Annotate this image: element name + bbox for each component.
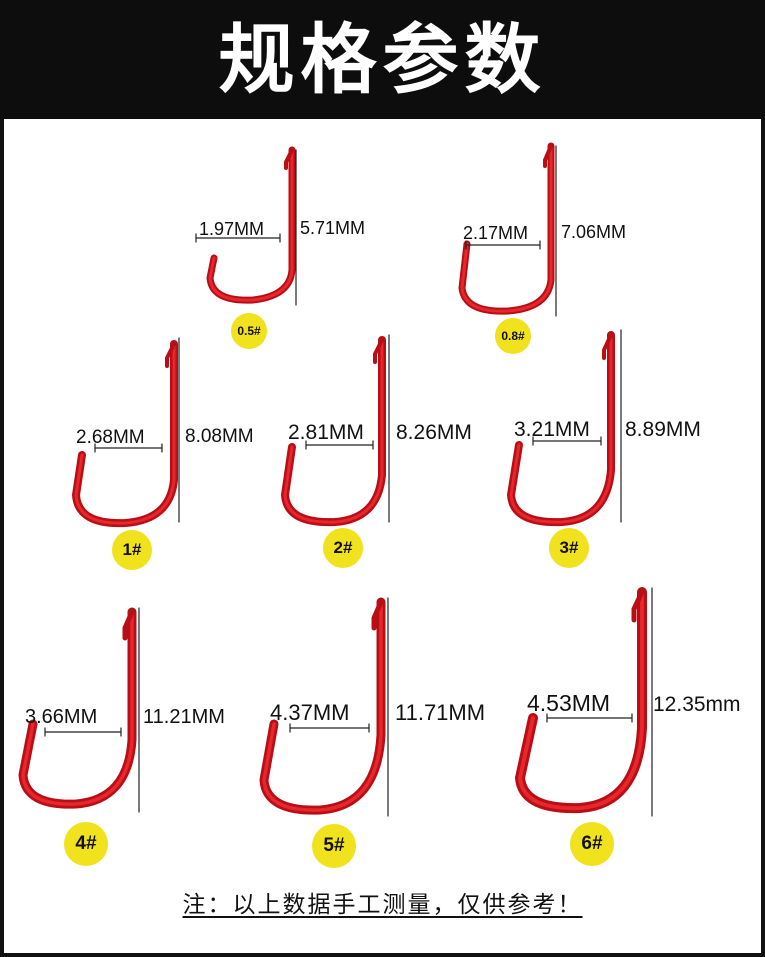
dimension-lines-3 bbox=[532, 329, 622, 523]
hook-2 bbox=[281, 336, 386, 527]
hook-size-badge: 3# bbox=[549, 528, 589, 568]
hook-0-5 bbox=[206, 146, 296, 304]
dimension-lines-4 bbox=[44, 607, 140, 813]
hook-width-label: 2.68MM bbox=[76, 427, 145, 448]
hook-length-label: 8.89MM bbox=[625, 418, 701, 441]
hook-width-label: 4.53MM bbox=[527, 690, 611, 716]
header-bar: 规格参数 bbox=[0, 0, 765, 119]
hook-size-badge: 0.5# bbox=[231, 313, 267, 349]
hook-length-label: 12.35mm bbox=[653, 693, 741, 716]
hook-size-badge: 0.8# bbox=[495, 318, 531, 354]
hook-length-label: 7.06MM bbox=[561, 222, 627, 242]
hook-width-label: 3.21MM bbox=[514, 418, 590, 441]
hook-width-label: 3.66MM bbox=[25, 706, 98, 728]
hook-width-label: 4.37MM bbox=[270, 700, 350, 725]
hook-length-label: 8.26MM bbox=[396, 421, 472, 444]
dimension-lines-6 bbox=[546, 587, 653, 817]
hook-1 bbox=[72, 340, 178, 528]
hook-length-label: 8.08MM bbox=[185, 426, 254, 447]
hook-length-label: 5.71MM bbox=[300, 218, 366, 238]
dimension-lines-2 bbox=[305, 334, 390, 523]
hook-length-label: 11.71MM bbox=[395, 700, 486, 725]
dimension-lines-0-8 bbox=[465, 145, 557, 317]
dimension-lines-0-5 bbox=[195, 149, 297, 306]
footer-note-text: 注：以上数据手工测量，仅供参考！ bbox=[182, 892, 583, 918]
hook-5 bbox=[259, 597, 386, 815]
hook-3 bbox=[507, 331, 615, 527]
hook-width-label: 2.17MM bbox=[463, 223, 529, 243]
hook-length-label: 11.21MM bbox=[143, 706, 225, 728]
dimension-lines-5 bbox=[289, 597, 389, 817]
hook-size-badge: 4# bbox=[64, 822, 108, 866]
hook-size-badge: 1# bbox=[112, 530, 152, 570]
hook-4 bbox=[18, 607, 137, 809]
hook-6 bbox=[515, 587, 647, 814]
footer-disclaimer: 注：以上数据手工测量，仅供参考！ bbox=[0, 885, 765, 919]
hook-size-badge: 6# bbox=[570, 822, 614, 866]
page-title: 规格参数 bbox=[218, 14, 547, 104]
hook-0-8 bbox=[458, 142, 555, 315]
hook-width-label: 1.97MM bbox=[199, 219, 265, 239]
hook-size-badge: 5# bbox=[312, 824, 356, 868]
hook-size-badge: 2# bbox=[323, 528, 363, 568]
dimension-lines-1 bbox=[94, 337, 180, 523]
hook-width-label: 2.81MM bbox=[288, 421, 364, 444]
